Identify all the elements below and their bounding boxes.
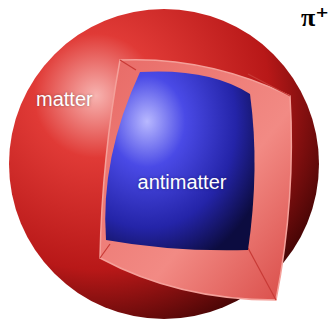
seam-line [248, 248, 276, 300]
outer-sphere: matter antimatter [8, 8, 320, 320]
seam-line [120, 60, 136, 70]
region-label: matter [36, 88, 93, 111]
seam-line [248, 74, 290, 96]
inner-core [105, 71, 254, 250]
sphere-body [9, 9, 319, 319]
inner-sphere-outline [100, 68, 258, 254]
region-label: antimatter [138, 171, 227, 194]
inner-sphere: antimatter [100, 68, 258, 254]
seam-line [100, 244, 110, 258]
cutaway-face [100, 60, 291, 300]
cut-seams [100, 60, 290, 300]
particle-label: π⁺ [301, 2, 329, 33]
